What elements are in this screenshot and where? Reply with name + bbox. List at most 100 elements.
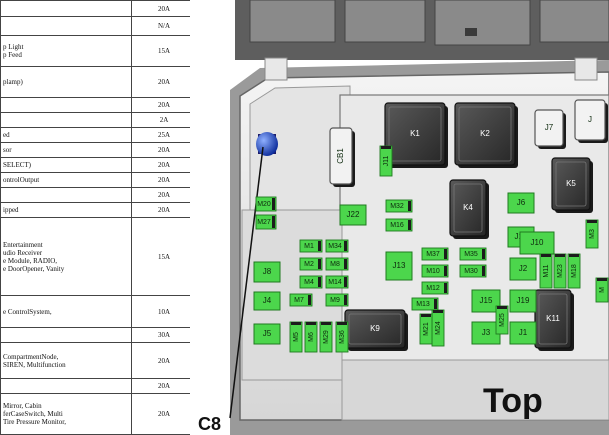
mini-fuse-m12: M12 — [421, 281, 449, 295]
component-label: M24 — [435, 321, 442, 335]
mini-fuse-m35: M35 — [459, 247, 487, 261]
fuse-table-row: 20A — [0, 97, 197, 114]
fuse-amp-cell: 2A — [131, 112, 197, 129]
fuse-amp-cell: 20A — [131, 393, 197, 435]
fuse-amp-cell: 20A — [131, 0, 197, 18]
component-label: M25 — [499, 313, 506, 327]
fuse-amp-cell: 10A — [131, 294, 197, 329]
component-label: J15 — [480, 296, 493, 305]
component-label: K5 — [566, 179, 576, 188]
relay-k2: K2 — [454, 102, 518, 168]
mini-fuse-m4: M4 — [299, 275, 323, 289]
fuse-amp-cell: 20A — [131, 172, 197, 189]
fuse-table-row: Entertainment udio Receiver e Module, RA… — [0, 217, 197, 296]
fuse-table-row: 20A — [0, 187, 197, 204]
fuse-circuit-cell — [0, 97, 132, 114]
component-label: M20 — [257, 201, 271, 208]
fuse-table-row: plamp)20A — [0, 65, 197, 99]
mini-fuse-m18: M18 — [567, 253, 581, 289]
mini-fuse-m14: M14 — [325, 275, 349, 289]
fuse-j8: J8 — [253, 261, 281, 283]
fuse-circuit-cell — [0, 378, 132, 395]
component-label: J7 — [545, 123, 554, 132]
component-label: M30 — [464, 268, 478, 275]
component-label: M4 — [304, 279, 314, 286]
fuse-amp-cell: 20A — [131, 65, 197, 99]
fuse-amp-cell: 20A — [131, 342, 197, 380]
component-label: M34 — [328, 243, 342, 250]
component-label: M11 — [543, 264, 550, 277]
mini-fuse-m3: M3 — [585, 219, 599, 249]
mini-fuse-m29: M29 — [319, 321, 333, 353]
mini-fuse-m6: M6 — [304, 321, 318, 353]
mini-fuse-m1: M1 — [299, 239, 323, 253]
mini-fuse-m8: M8 — [325, 257, 349, 271]
fuse-circuit-cell: sor — [0, 142, 132, 159]
relay-k9: K9 — [344, 309, 408, 351]
orientation-label: Top — [483, 382, 543, 420]
component-label: M10 — [426, 268, 440, 275]
relay-k4: K4 — [449, 179, 489, 239]
fuse-circuit-cell: ipped — [0, 202, 132, 219]
mini-fuse-m37: M37 — [421, 247, 449, 261]
mini-fuse-m30: M30 — [459, 264, 487, 278]
mini-fuse-m2: M2 — [299, 257, 323, 271]
relay-k5: K5 — [551, 157, 593, 213]
component-label: J8 — [263, 267, 272, 276]
fuse-table-row: 20A — [0, 378, 197, 395]
component-label: M23 — [557, 264, 564, 278]
component-label: M21 — [423, 322, 430, 336]
component-label: K4 — [463, 203, 473, 212]
callout-line — [229, 146, 264, 419]
fuse-table-row: 2A — [0, 112, 197, 129]
fuse-layer: J22J8J4J5J13J6J14J10J2J15J19J3J1M20M27M1… — [253, 145, 609, 353]
relay-cb1: CB1 — [329, 127, 355, 187]
mini-fuse-m25: M25 — [495, 305, 509, 335]
component-label: K9 — [370, 324, 380, 333]
fuse-circuit-cell: ontrolOutput — [0, 172, 132, 189]
component-label: K1 — [410, 129, 420, 138]
mini-fuse-m10: M10 — [421, 264, 449, 278]
fuse-circuit-cell: CompartmentNode, SIREN, Multifunction — [0, 342, 132, 380]
fuse-amp-cell: N/A — [131, 16, 197, 36]
fuse-amp-cell: 20A — [131, 378, 197, 395]
component-label: M35 — [464, 251, 478, 258]
component-label: M16 — [390, 222, 404, 229]
fuse-circuit-cell — [0, 16, 132, 36]
component-label: M18 — [571, 264, 578, 278]
fuse-circuit-cell: Entertainment udio Receiver e Module, RA… — [0, 217, 132, 296]
mini-fuse-m: M — [595, 277, 609, 303]
fuse-table-row: N/A — [0, 16, 197, 36]
fuse-amp-cell: 15A — [131, 34, 197, 67]
component-label: M32 — [390, 203, 404, 210]
fuse-circuit-cell: p Light p Feed — [0, 34, 132, 67]
fuse-table-row: 30A — [0, 327, 197, 344]
top-cover — [235, 0, 609, 60]
mini-fuse-m34: M34 — [325, 239, 349, 253]
fuse-amp-cell: 25A — [131, 127, 197, 144]
mini-fuse-m27: M27 — [255, 214, 277, 230]
mini-fuse-m9: M9 — [325, 293, 349, 307]
fuse-table-row: 20A — [0, 0, 197, 18]
fuse-j6: J6 — [507, 192, 535, 214]
fuse-j5: J5 — [253, 323, 281, 345]
component-label: M8 — [330, 261, 340, 268]
component-label: J13 — [393, 261, 406, 270]
fuse-amp-cell: 20A — [131, 97, 197, 114]
component-label: M5 — [293, 332, 300, 342]
component-label: M37 — [426, 251, 440, 258]
mini-fuse-m16: M16 — [385, 218, 413, 232]
fuse-circuit-cell: SELECT) — [0, 157, 132, 174]
component-label: J5 — [263, 329, 272, 338]
mini-fuse-m24: M24 — [431, 309, 445, 347]
fuse-circuit-cell: Mirror, Cabin ferCaseSwitch, Multi Tire … — [0, 393, 132, 435]
fuse-circuit-cell — [0, 327, 132, 344]
mini-fuse-m36: M36 — [335, 321, 349, 353]
blue-stud — [256, 132, 278, 156]
component-label: K2 — [480, 129, 490, 138]
component-label: J10 — [531, 238, 544, 247]
